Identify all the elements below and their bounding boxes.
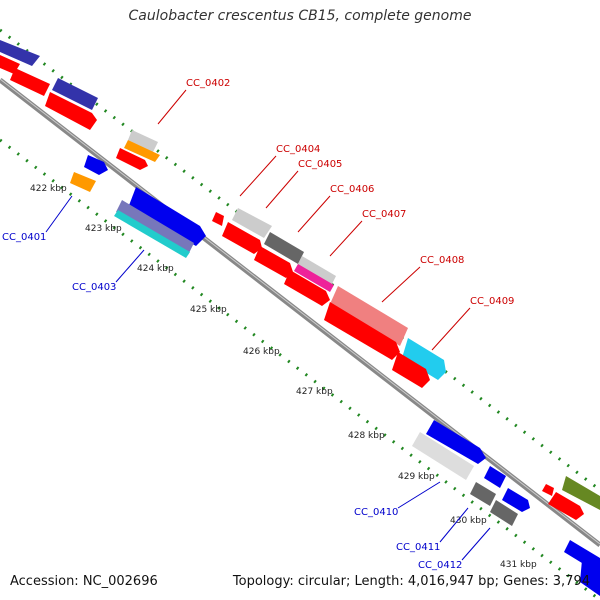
backbone-arc — [0, 78, 600, 547]
feature-block — [212, 212, 224, 226]
feature-block — [402, 338, 446, 380]
feature-block — [52, 78, 98, 110]
feature-block — [426, 420, 486, 464]
gene-label-forward[interactable]: CC_0409 — [470, 296, 514, 307]
feature-block — [0, 40, 40, 66]
tick-label: 427 kbp — [296, 387, 333, 397]
gene-label-reverse[interactable]: CC_0410 — [354, 507, 398, 518]
callout-line — [461, 527, 491, 561]
feature-block — [562, 476, 600, 510]
tick-label: 424 kbp — [137, 264, 174, 274]
feature-block — [264, 232, 304, 264]
feature-block — [116, 148, 148, 170]
callout-line — [45, 195, 73, 233]
feature-block — [542, 484, 554, 496]
genome-summary-text: Topology: circular; Length: 4,016,947 bp… — [232, 574, 590, 589]
feature-block — [296, 256, 336, 288]
tick-label: 425 kbp — [190, 305, 227, 315]
feature-block — [45, 92, 97, 130]
feature-block — [294, 264, 334, 292]
gene-label-forward[interactable]: CC_0405 — [298, 159, 342, 170]
tick-label: 423 kbp — [85, 224, 122, 234]
backbone-arc-highlight — [0, 78, 600, 545]
gene-label-forward[interactable]: CC_0404 — [276, 144, 320, 155]
gene-label-forward[interactable]: CC_0406 — [330, 184, 374, 195]
gene-label-reverse[interactable]: CC_0411 — [396, 542, 440, 553]
feature-block — [114, 210, 190, 258]
feature-block — [580, 560, 600, 596]
gene-label-forward[interactable]: CC_0402 — [186, 78, 230, 89]
feature-block — [470, 482, 496, 506]
feature-block — [70, 172, 96, 192]
feature-block — [254, 246, 293, 278]
callout-line — [439, 507, 469, 543]
feature-block — [222, 222, 262, 254]
gene-label-reverse[interactable]: CC_0401 — [2, 232, 46, 243]
callout-line — [397, 481, 441, 509]
tick-label: 426 kbp — [243, 347, 280, 357]
feature-block — [548, 492, 584, 520]
gene-callouts: CC_0402CC_0404CC_0405CC_0406CC_0407CC_04… — [2, 78, 514, 571]
feature-block — [84, 155, 108, 175]
feature-block — [10, 68, 50, 96]
callout-line — [329, 220, 363, 257]
feature-block — [412, 432, 474, 480]
feature-block — [116, 200, 194, 255]
feature-block — [124, 140, 160, 162]
tick-label: 429 kbp — [398, 472, 435, 482]
callout-line — [239, 155, 277, 197]
tick-label: 431 kbp — [500, 560, 537, 570]
callout-line — [431, 307, 471, 351]
feature-block — [502, 488, 530, 512]
tick-label: 428 kbp — [348, 431, 385, 441]
feature-block — [330, 286, 408, 346]
feature-block — [128, 187, 206, 246]
feature-block — [128, 130, 158, 152]
feature-block — [392, 352, 430, 388]
gene-label-reverse[interactable]: CC_0403 — [72, 282, 116, 293]
feature-block — [484, 466, 506, 488]
feature-block — [324, 302, 400, 360]
dotted-guide-inner — [0, 138, 600, 600]
callout-line — [381, 266, 421, 303]
accession-text: Accession: NC_002696 — [10, 574, 158, 589]
tick-label: 422 kbp — [30, 184, 67, 194]
callout-line — [265, 170, 299, 209]
feature-block — [284, 270, 330, 306]
tick-label: 430 kbp — [450, 516, 487, 526]
feature-block — [232, 208, 272, 238]
gene-label-forward[interactable]: CC_0407 — [362, 209, 406, 220]
callout-line — [157, 89, 187, 125]
callout-line — [297, 195, 331, 233]
map-title: Caulobacter crescentus CB15, complete ge… — [128, 8, 472, 24]
callout-line — [115, 249, 145, 283]
tick-labels: 422 kbp 423 kbp 424 kbp 425 kbp 426 kbp 427 k… — [30, 184, 537, 570]
gene-label-reverse[interactable]: CC_0412 — [418, 560, 462, 571]
gene-label-forward[interactable]: CC_0408 — [420, 255, 464, 266]
feature-block — [490, 500, 518, 526]
